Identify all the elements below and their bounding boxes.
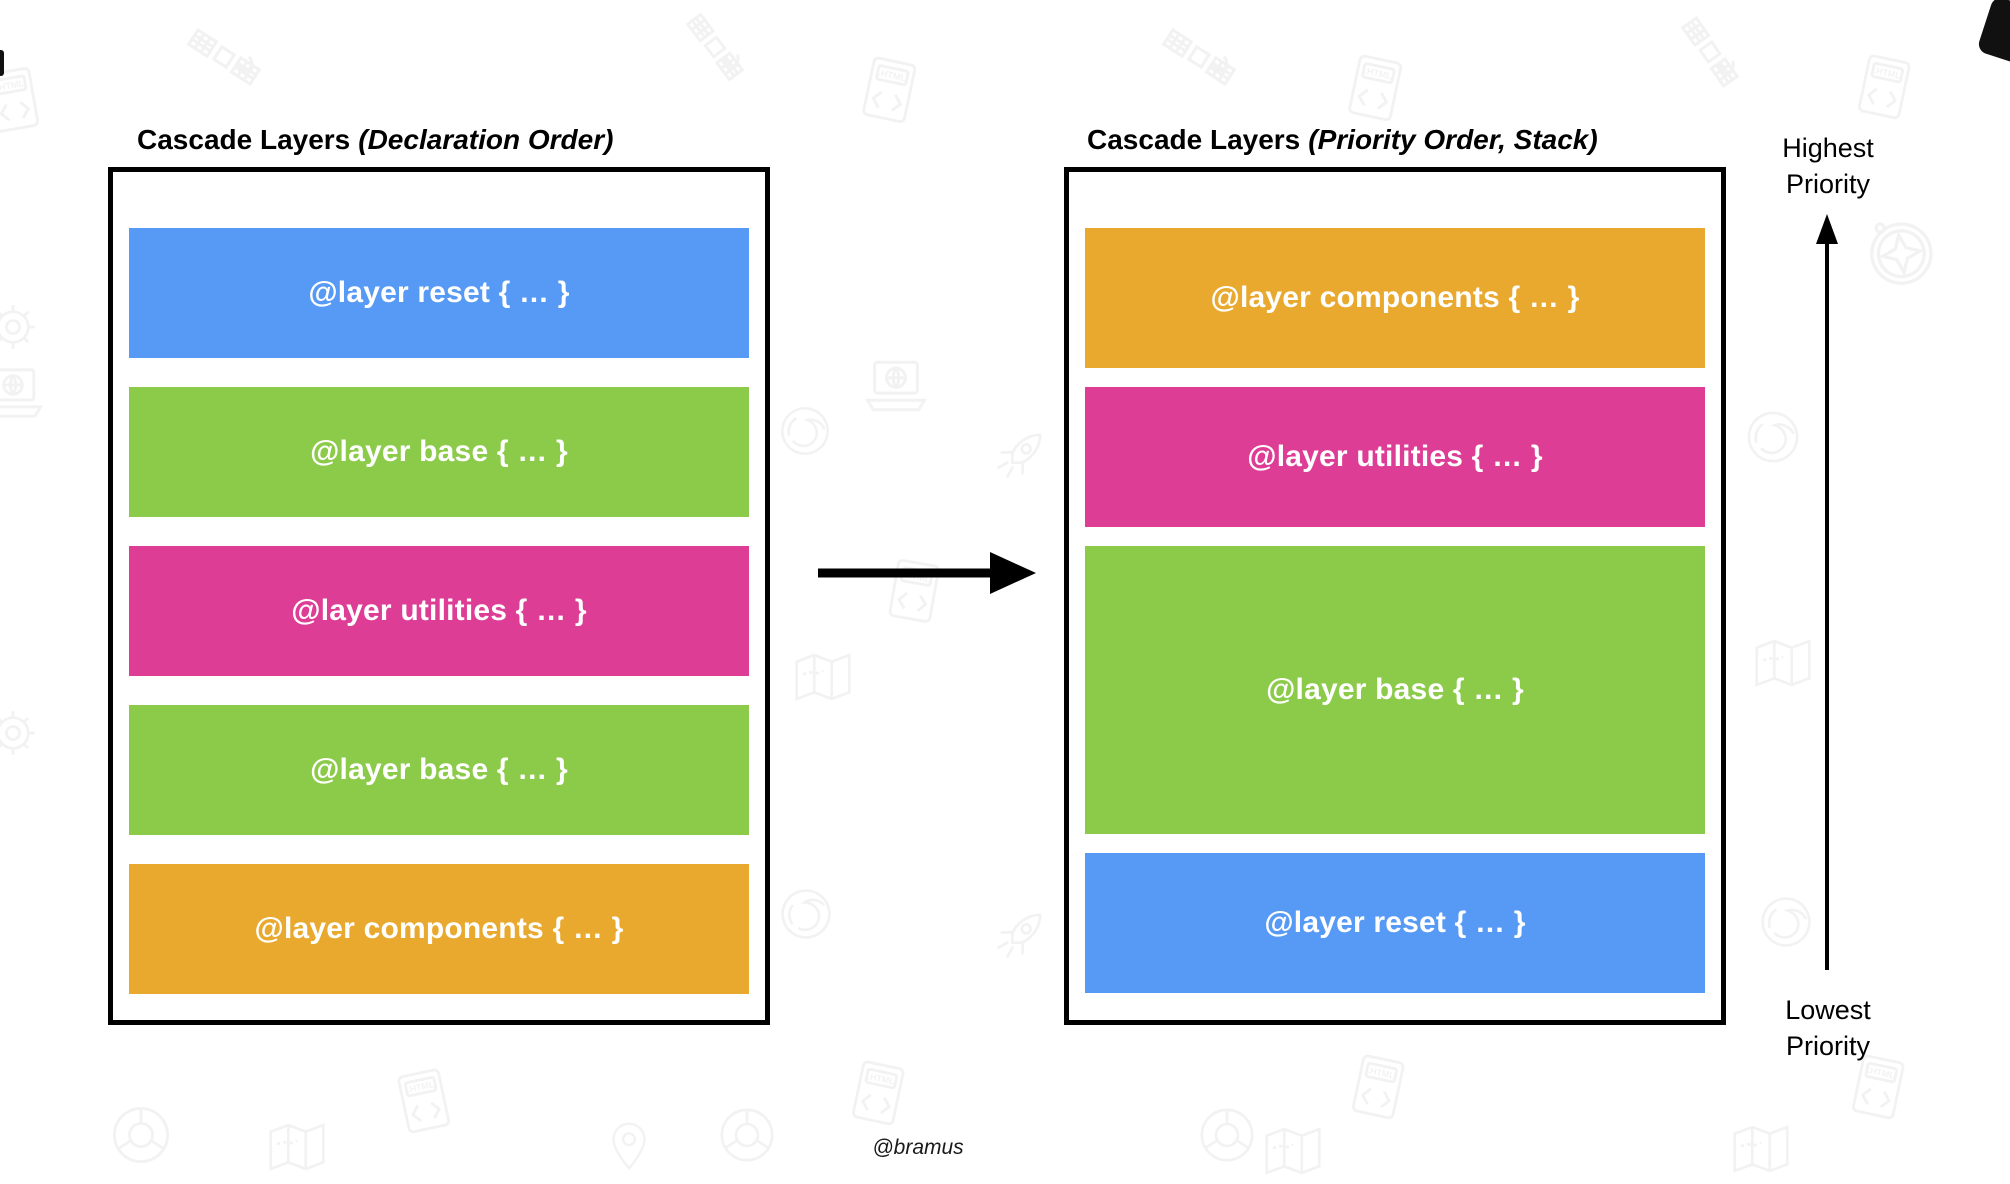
left-panel-title: Cascade Layers(Declaration Order) [137, 124, 613, 156]
gear-icon [0, 709, 37, 757]
clipped-icon-fragment [0, 50, 4, 76]
priority-order-panel: @layer components { … } @layer utilities… [1064, 167, 1726, 1025]
satellite-icon [679, 11, 751, 83]
satellite-icon [184, 17, 264, 97]
layer-bar-base: @layer base { … } [129, 705, 749, 835]
chrome-icon [720, 1108, 774, 1162]
firefox-icon [776, 402, 834, 460]
left-panel-title-main: Cascade Layers [137, 124, 351, 155]
layer-bar-reset: @layer reset { … } [129, 228, 749, 358]
chrome-icon [112, 1106, 170, 1164]
lowest-priority-label: Lowest Priority [1785, 995, 1871, 1062]
firefox-icon [1743, 407, 1803, 467]
layer-bar-base: @layer base { … } [1085, 546, 1705, 834]
clipped-icon-fragment [1976, 0, 2010, 67]
html-file-icon [0, 66, 40, 134]
html-file-icon [1351, 1053, 1406, 1121]
html-file-icon [1347, 53, 1404, 122]
firefox-icon [1757, 893, 1815, 951]
author-credit: @bramus [872, 1136, 964, 1159]
map-icon [1755, 639, 1811, 687]
compass-icon [1865, 215, 1937, 289]
laptop-icon [866, 360, 926, 412]
right-panel-title-main: Cascade Layers [1087, 124, 1301, 155]
html-file-icon [396, 1067, 451, 1135]
right-panel-title: Cascade Layers(Priority Order, Stack) [1087, 124, 1598, 156]
satellite-icon [1159, 17, 1239, 97]
highest-priority-label: Highest Priority [1782, 133, 1874, 200]
html-file-icon [1857, 53, 1912, 121]
chrome-icon [1200, 1108, 1254, 1162]
layer-bar-base: @layer base { … } [129, 387, 749, 517]
layer-bar-utilities: @layer utilities { … } [129, 546, 749, 676]
flow-arrow-icon [818, 552, 1036, 594]
satellite-icon [1672, 14, 1748, 90]
right-panel-title-qualifier: (Priority Order, Stack) [1308, 124, 1598, 155]
firefox-icon [778, 886, 834, 942]
layer-bar-reset: @layer reset { … } [1085, 853, 1705, 993]
map-icon [1265, 1127, 1321, 1175]
map-icon [269, 1123, 325, 1171]
left-panel-title-qualifier: (Declaration Order) [358, 124, 614, 155]
priority-axis-arrow-icon [1816, 214, 1838, 970]
layer-bar-components: @layer components { … } [129, 864, 749, 994]
rocket-icon [990, 422, 1053, 485]
declaration-order-panel: @layer reset { … } @layer base { … } @la… [108, 167, 770, 1025]
rocket-icon [990, 902, 1053, 965]
gear-icon [0, 303, 37, 351]
map-icon [1733, 1125, 1789, 1173]
laptop-icon [0, 368, 43, 418]
map-pin-icon [612, 1122, 646, 1170]
html-file-icon [861, 55, 918, 124]
html-file-icon [851, 1059, 906, 1127]
layer-bar-utilities: @layer utilities { … } [1085, 387, 1705, 527]
map-icon [795, 653, 851, 701]
layer-bar-components: @layer components { … } [1085, 228, 1705, 368]
